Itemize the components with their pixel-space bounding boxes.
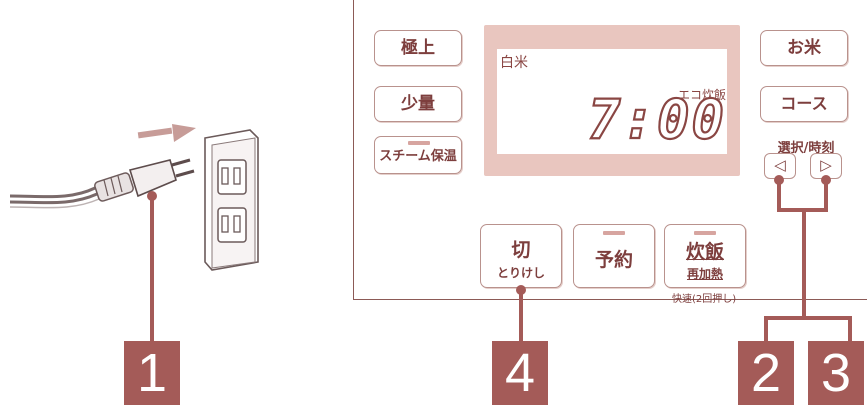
plug-and-outlet-illustration — [9, 124, 259, 271]
suihan-label: 炊飯 — [685, 241, 724, 263]
power-cord — [9, 186, 96, 199]
shoryo-label: 少量 — [401, 94, 435, 114]
steam-hoon-label: スチーム保温 — [379, 149, 457, 164]
callout-3: 3 — [808, 341, 864, 405]
lcd-mode-text: 白米 — [500, 55, 528, 71]
suihan-button[interactable]: 炊飯 再加熱 — [664, 224, 746, 288]
yoyaku-label: 予約 — [594, 249, 633, 271]
leader-dot-1 — [147, 191, 157, 201]
course-button[interactable]: コース — [760, 86, 848, 122]
okome-button[interactable]: お米 — [760, 30, 848, 66]
plug-prong — [175, 169, 195, 178]
cord-strain-relief — [94, 172, 134, 202]
insert-arrow-icon — [137, 124, 196, 142]
suihan-indicator-lamp — [694, 231, 716, 235]
plug-prong — [171, 158, 191, 167]
course-label: コース — [780, 94, 828, 113]
select-time-label: 選択/時刻 — [777, 141, 835, 156]
callout-1: 1 — [124, 341, 180, 405]
kiri-sub-label: とりけし — [496, 266, 545, 280]
lcd-time-readout: 7:00 — [587, 87, 727, 152]
select-right-button[interactable]: ▷ — [810, 153, 842, 179]
steam-hoon-indicator-lamp — [408, 141, 430, 145]
gokujo-label: 極上 — [401, 38, 435, 58]
steam-hoon-button[interactable]: スチーム保温 — [374, 136, 462, 174]
yoyaku-indicator-lamp — [603, 231, 625, 235]
gokujo-button[interactable]: 極上 — [374, 30, 462, 66]
lcd-eco-text: エコ炊飯 — [678, 88, 727, 102]
suihan-sub-label: 再加熱 — [686, 267, 723, 281]
yoyaku-button[interactable]: 予約 — [573, 224, 655, 288]
select-left-button[interactable]: ◁ — [764, 153, 796, 179]
lcd-display — [497, 49, 727, 154]
plug-body — [128, 159, 177, 198]
leader-dot-4 — [516, 285, 526, 295]
shoryo-button[interactable]: 少量 — [374, 86, 462, 122]
right-triangle-icon: ▷ — [820, 156, 832, 174]
wall-outlet — [204, 129, 259, 271]
suihan-note: 快速(2回押し) — [672, 294, 737, 305]
callout-2: 2 — [738, 341, 794, 405]
okome-label: お米 — [787, 38, 821, 58]
left-triangle-icon: ◁ — [774, 156, 786, 174]
callout-4: 4 — [492, 341, 548, 405]
leader-bracket-2-3 — [764, 175, 852, 342]
kiri-label: 切 — [511, 239, 531, 261]
